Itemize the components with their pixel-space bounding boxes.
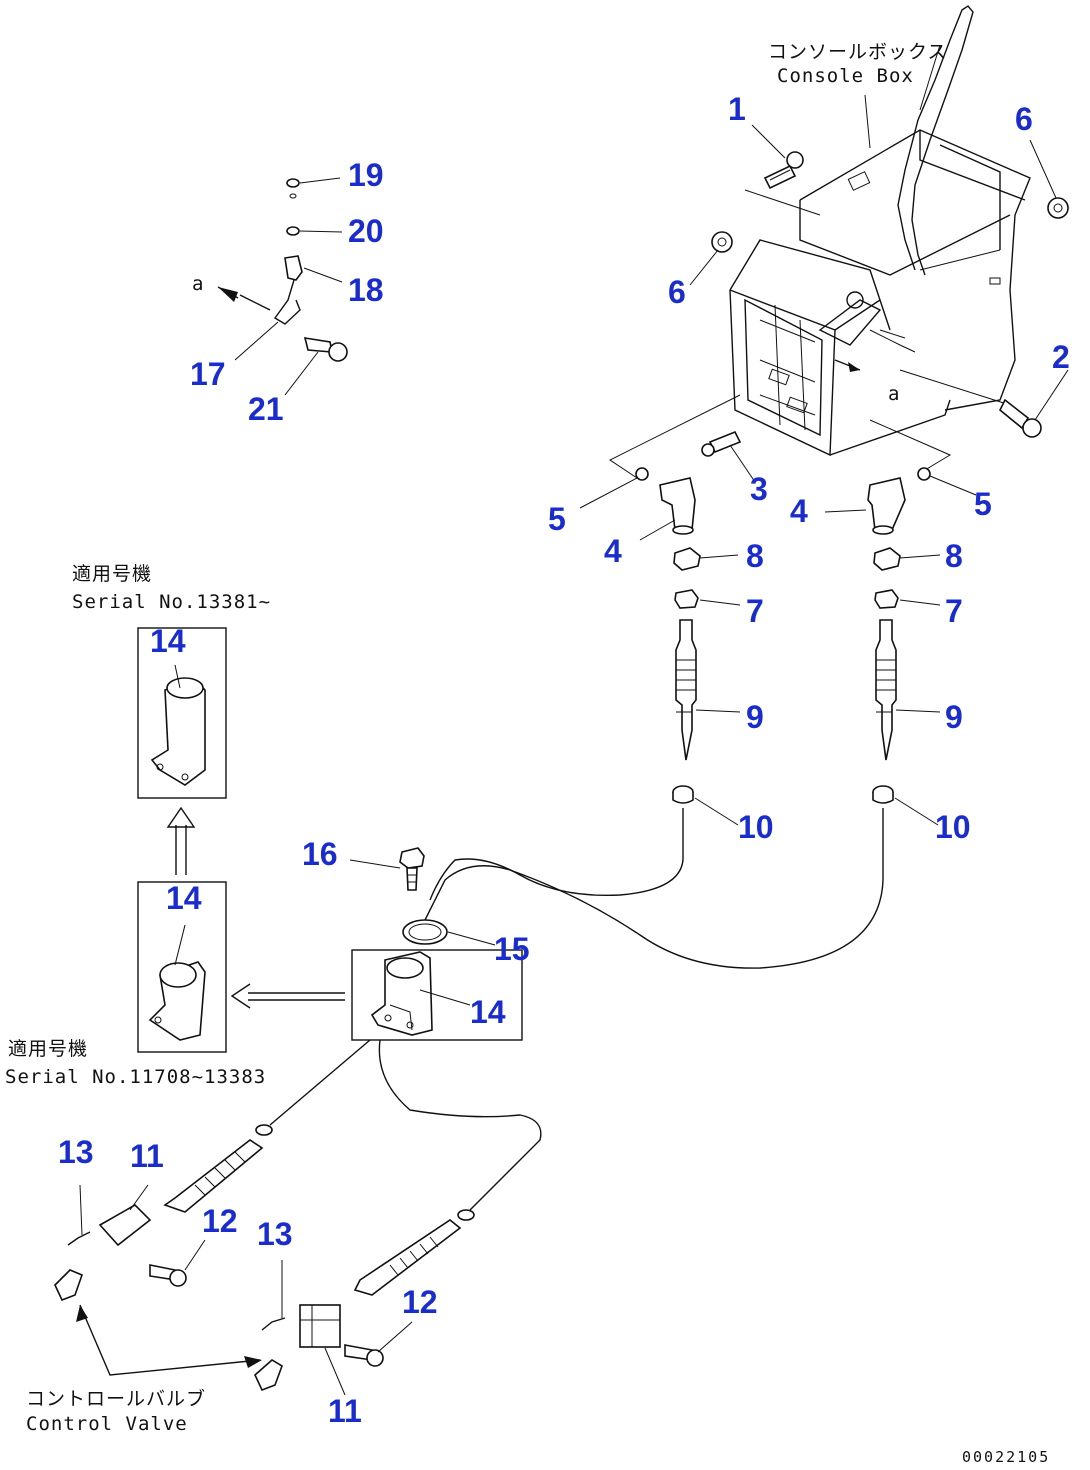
callout-2: 2 bbox=[1052, 339, 1070, 375]
serial-bottom-label-en: Serial No.11708~13383 bbox=[5, 1066, 266, 1088]
serial-top-label-jp: 適用号機 bbox=[72, 563, 152, 585]
callout-14-bracket: 14 bbox=[470, 994, 506, 1030]
callout-18: 18 bbox=[348, 272, 384, 308]
ref-letter-top: a bbox=[192, 273, 204, 295]
callout-4-right: 4 bbox=[790, 493, 808, 529]
nut-6-right bbox=[1047, 197, 1069, 219]
ref-letter-box: a bbox=[888, 383, 900, 405]
cable-stack-left bbox=[635, 467, 701, 804]
callout-1: 1 bbox=[728, 91, 746, 127]
bolt-1 bbox=[763, 151, 804, 190]
callout-8-left: 8 bbox=[746, 538, 764, 574]
cable-stack-right bbox=[867, 467, 931, 804]
callout-10-left: 10 bbox=[738, 809, 774, 845]
serial-bottom-label-jp: 適用号機 bbox=[8, 1038, 88, 1060]
callout-5-right: 5 bbox=[974, 486, 992, 522]
callout-7-right: 7 bbox=[945, 593, 963, 629]
serial-top-label-en: Serial No.13381~ bbox=[72, 591, 271, 613]
bolt-3 bbox=[701, 430, 742, 457]
figure-code: 00022105 bbox=[962, 1448, 1050, 1466]
nut-6-left bbox=[711, 231, 733, 253]
console-box-label-en: Console Box bbox=[777, 65, 914, 87]
control-cables bbox=[269, 808, 884, 1211]
variant-bottom bbox=[137, 881, 227, 1053]
callout-8-right: 8 bbox=[945, 538, 963, 574]
leader-lines bbox=[79, 44, 1069, 1396]
callout-13-upper: 13 bbox=[58, 1134, 94, 1170]
callout-9-left: 9 bbox=[746, 699, 764, 735]
variant-arrow-up bbox=[166, 806, 196, 875]
small-parts-top-left: a bbox=[192, 178, 348, 362]
callout-5-left: 5 bbox=[548, 501, 566, 537]
callout-13-lower: 13 bbox=[257, 1216, 293, 1252]
callout-6-left: 6 bbox=[668, 274, 686, 310]
bracket-assembly bbox=[230, 847, 523, 1041]
callout-10-right: 10 bbox=[935, 809, 971, 845]
bolt-2 bbox=[998, 398, 1042, 438]
callout-3: 3 bbox=[750, 471, 768, 507]
callout-11-lower: 11 bbox=[328, 1393, 362, 1429]
callout-14-middle: 14 bbox=[166, 880, 202, 916]
control-valve-label-en: Control Valve bbox=[26, 1413, 188, 1435]
callout-7-left: 7 bbox=[746, 593, 764, 629]
callout-16: 16 bbox=[302, 836, 338, 872]
control-valve-label-jp: コントロールバルブ bbox=[26, 1387, 206, 1410]
callout-6-right: 6 bbox=[1015, 101, 1033, 137]
console-box-label-jp: コンソールボックス bbox=[768, 41, 947, 63]
console-box: a bbox=[609, 5, 1031, 481]
callout-17: 17 bbox=[190, 356, 226, 392]
callout-15: 15 bbox=[494, 931, 530, 967]
callout-12-upper: 12 bbox=[202, 1203, 238, 1239]
valve-area bbox=[54, 1124, 475, 1392]
callout-19: 19 bbox=[348, 157, 384, 193]
callout-12-lower: 12 bbox=[402, 1284, 438, 1320]
callout-21: 21 bbox=[248, 391, 284, 427]
callout-14-top: 14 bbox=[150, 623, 186, 659]
callout-11-upper: 11 bbox=[130, 1138, 164, 1174]
callout-4-left: 4 bbox=[604, 533, 622, 569]
callout-9-right: 9 bbox=[945, 699, 963, 735]
variant-top bbox=[137, 627, 227, 799]
callout-20: 20 bbox=[348, 213, 384, 249]
